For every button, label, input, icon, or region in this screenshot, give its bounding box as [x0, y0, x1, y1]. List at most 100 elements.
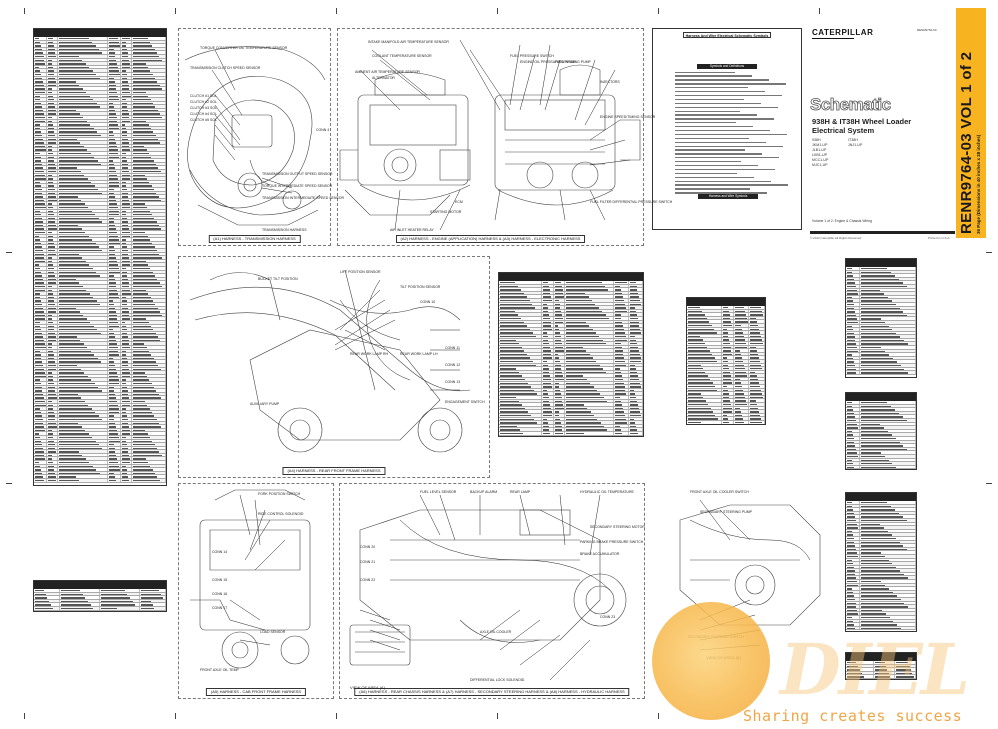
table-row: [846, 551, 916, 555]
table-row: [846, 465, 916, 469]
table-row: [846, 529, 916, 534]
connector-table-small: [33, 580, 167, 612]
legend-definition-line: [675, 94, 782, 97]
connector-table-right-3: [845, 492, 917, 632]
table-row: [34, 241, 166, 246]
table-row: [34, 374, 166, 379]
table-header: [499, 273, 643, 281]
table-row: [687, 374, 765, 378]
table-row: [846, 302, 916, 307]
serial-number: MCC1-UP: [812, 158, 829, 162]
table-row: [34, 195, 166, 199]
table-row: [34, 187, 166, 192]
table-row: [34, 245, 166, 250]
table-row: [34, 213, 166, 217]
table-row: [846, 619, 916, 624]
table-row: [499, 367, 643, 371]
table-row: [34, 54, 166, 59]
table-row: [34, 141, 166, 145]
legend-section-symbols: Symbols and Definitions: [697, 64, 757, 69]
table-row: [34, 328, 166, 332]
legend-definition-line: [675, 98, 744, 101]
table-row: [34, 259, 166, 264]
table-row: [687, 306, 765, 310]
table-row: [499, 313, 643, 317]
table-row: [846, 284, 916, 289]
table-row: [846, 508, 916, 512]
table-row: [846, 342, 916, 347]
table-row: [499, 399, 643, 404]
component-callout: HYDRAULIC OIL TEMPERATURE: [580, 490, 634, 494]
legend-definition-line: [675, 176, 754, 178]
table-row: [34, 599, 166, 604]
panel-chassis-harness: (A6) HARNESS - REAR CHASSIS HARNESS & (A…: [339, 483, 645, 699]
table-row: [499, 352, 643, 357]
connector-table-center: [498, 272, 644, 437]
connector-table-center-right: [686, 297, 766, 425]
model-title-line1: 938H & IT38H Wheel Loader: [812, 117, 912, 126]
table-row: [34, 385, 166, 390]
watermark-tagline: Sharing creates success: [743, 707, 963, 725]
table-row: [846, 540, 916, 545]
table-row: [34, 263, 166, 267]
brand-logo: CATERPILLAR: [812, 28, 874, 37]
table-row: [846, 418, 916, 423]
table-row: [846, 536, 916, 541]
table-row: [34, 191, 166, 196]
table-row: [34, 349, 166, 354]
table-row: [687, 406, 765, 411]
table-row: [499, 302, 643, 307]
table-row: [34, 80, 166, 84]
table-row: [499, 309, 643, 314]
table-row: [499, 374, 643, 379]
table-row: [34, 130, 166, 135]
table-row: [846, 454, 916, 459]
table-row: [34, 152, 166, 156]
table-row: [34, 446, 166, 451]
table-row: [34, 403, 166, 408]
component-callout: REAR WORK LAMP RH: [350, 352, 389, 356]
table-row: [846, 299, 916, 303]
component-callout: CLUTCH #4 SOL: [190, 112, 218, 116]
title-rule: [810, 231, 955, 234]
panel-front-frame-harness: (A4) HARNESS - REAR FRONT FRAME HARNESS: [178, 256, 490, 478]
brand-underline: [812, 38, 854, 39]
component-callout: CONN 4: [316, 128, 330, 132]
symbols-legend: Harness And Wire Electrical Schematic Sy…: [652, 28, 802, 230]
table-row: [499, 360, 643, 364]
table-row: [34, 94, 166, 99]
table-row: [687, 381, 765, 386]
panel-cab-front-frame: (A5) HARNESS - CAB FRONT FRAME HARNESS: [178, 483, 334, 699]
table-row: [846, 547, 916, 552]
table-row: [846, 353, 916, 357]
crop-mark: [175, 8, 176, 14]
legend-definition-line: [675, 157, 779, 159]
table-row: [687, 413, 765, 418]
table-row: [846, 447, 916, 452]
component-callout: ENGINE SPEED/TIMING SENSOR: [600, 115, 656, 119]
table-row: [687, 323, 765, 328]
table-header: [34, 581, 166, 589]
table-row: [499, 281, 643, 285]
table-row: [34, 252, 166, 257]
table-row: [34, 76, 166, 81]
table-row: [34, 44, 166, 48]
footer-right: Printed in U.S.A.: [928, 236, 951, 240]
component-callout: ALTERNATOR: [372, 76, 395, 80]
table-row: [846, 612, 916, 616]
table-row: [846, 436, 916, 441]
crop-mark: [336, 713, 337, 719]
component-callout: FUEL LEVEL SENSOR: [420, 490, 457, 494]
table-row: [34, 360, 166, 365]
table-row: [34, 270, 166, 275]
component-callout: CONN 14: [212, 550, 228, 554]
table-row: [687, 345, 765, 350]
table-row: [687, 395, 765, 400]
component-callout: FUEL PRESSURE SWITCH: [510, 54, 554, 58]
legend-definition-line: [675, 106, 778, 108]
table-row: [846, 558, 916, 563]
table-row: [499, 417, 643, 422]
panel-caption: (A1) HARNESS - TRANSMISSION HARNESS: [208, 235, 301, 243]
legend-definition-line: [675, 102, 761, 105]
table-row: [846, 320, 916, 325]
